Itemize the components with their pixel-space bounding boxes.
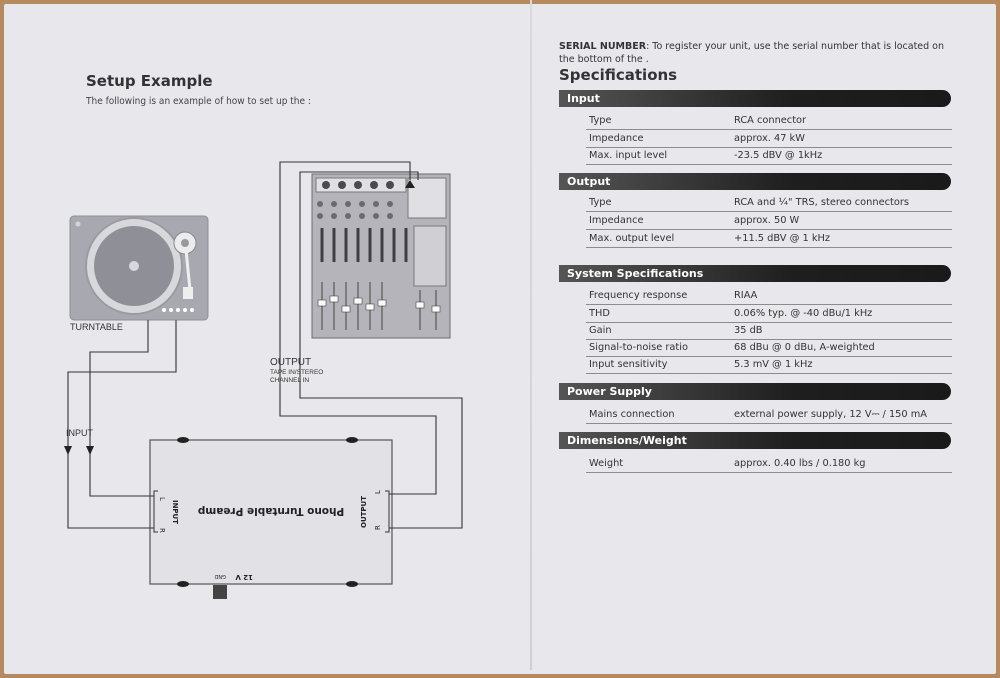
preamp-l-output: L (374, 490, 382, 494)
preamp-output-label: OUTPUT (360, 496, 368, 528)
section-header-input: Input (559, 90, 951, 107)
spec-value: RCA connector (734, 115, 807, 126)
spec-row: THD 0.06% typ. @ -40 dBu/1 kHz (586, 305, 952, 323)
section-header-system: System Specifications (559, 265, 951, 282)
spec-row: Signal-to-noise ratio 68 dBu @ 0 dBu, A-w… (586, 339, 952, 357)
page-fold (530, 0, 532, 670)
spec-row: Weight approx. 0.40 lbs / 0.180 kg (586, 455, 952, 473)
specs-title: Specifications (559, 66, 678, 84)
preamp-name: Phono Turntable Preamp (197, 505, 344, 517)
serial-number-note: SERIAL NUMBER: To register your unit, us… (559, 40, 954, 66)
spec-key: Type (589, 115, 612, 126)
spec-value: 5.3 mV @ 1 kHz (734, 359, 813, 370)
spec-row: Mains connection external power supply, 1… (586, 406, 952, 424)
spec-key: Frequency response (589, 290, 688, 301)
preamp-input-label: INPUT (171, 500, 179, 524)
cables (67, 161, 463, 529)
arrow-down-icon (86, 446, 94, 455)
preamp-l-input: L (158, 497, 166, 501)
gnd-label: GND (214, 573, 226, 579)
mixer-icon (311, 173, 451, 339)
arrow-up-icon (405, 180, 415, 188)
spec-key: Max. output level (589, 233, 675, 244)
serial-text: : To register your unit, use the serial … (559, 41, 945, 65)
spec-value: 68 dBu @ 0 dBu, A-weighted (734, 342, 875, 353)
spec-row: Frequency response RIAA (586, 287, 952, 305)
setup-title: Setup Example (86, 72, 213, 90)
section-header-power: Power Supply (559, 383, 951, 400)
turntable-icon (69, 215, 209, 321)
section-header-dimensions: Dimensions/Weight (559, 432, 951, 449)
spec-value: approx. 0.40 lbs / 0.180 kg (734, 458, 866, 469)
spec-value: -23.5 dBV @ 1kHz (734, 150, 823, 161)
spec-value: approx. 47 kW (734, 133, 805, 144)
spec-value: +11.5 dBV @ 1 kHz (734, 233, 831, 244)
spec-row: Type RCA connector (586, 112, 952, 130)
spec-value: RIAA (734, 290, 758, 301)
spec-key: Impedance (589, 215, 644, 226)
spec-row: Type RCA and ¼" TRS, stereo connectors (586, 194, 952, 212)
setup-intro: The following is an example of how to se… (86, 96, 311, 107)
power-label: 12 V (235, 573, 253, 581)
spec-row: Impedance approx. 50 W (586, 212, 952, 230)
spec-value: 0.06% typ. @ -40 dBu/1 kHz (734, 308, 873, 319)
output-sub2: CHANNEL IN (270, 377, 310, 384)
serial-label: SERIAL NUMBER (559, 41, 647, 52)
spec-key: Weight (589, 458, 624, 469)
spec-row: Input sensitivity 5.3 mV @ 1 kHz (586, 356, 952, 374)
spec-value: external power supply, 12 V⎓ / 150 mA (734, 409, 928, 420)
spec-key: Impedance (589, 133, 644, 144)
spec-row: Max. output level +11.5 dBV @ 1 kHz (586, 230, 952, 248)
spec-row: Max. input level -23.5 dBV @ 1kHz (586, 147, 952, 165)
spec-key: Gain (589, 325, 612, 336)
spec-key: THD (589, 308, 610, 319)
output-sub1: TAPE IN/STEREO (270, 369, 324, 376)
spec-value: approx. 50 W (734, 215, 800, 226)
preamp-device (149, 437, 393, 599)
preamp-r-output: R (374, 525, 382, 530)
preamp-r-input: R (158, 528, 166, 533)
spec-key: Type (589, 197, 612, 208)
turntable-label: TURNTABLE (70, 322, 123, 332)
spec-value: 35 dB (734, 325, 763, 336)
spec-row: Gain 35 dB (586, 322, 952, 340)
input-label: INPUT (66, 428, 93, 438)
arrow-down-icon (64, 446, 72, 455)
spec-key: Mains connection (589, 409, 675, 420)
spec-key: Max. input level (589, 150, 668, 161)
section-header-output: Output (559, 173, 951, 190)
spec-key: Input sensitivity (589, 359, 668, 370)
spec-value: RCA and ¼" TRS, stereo connectors (734, 197, 909, 208)
spec-key: Signal-to-noise ratio (589, 342, 688, 353)
output-label: OUTPUT (270, 357, 312, 368)
spec-row: Impedance approx. 47 kW (586, 130, 952, 148)
